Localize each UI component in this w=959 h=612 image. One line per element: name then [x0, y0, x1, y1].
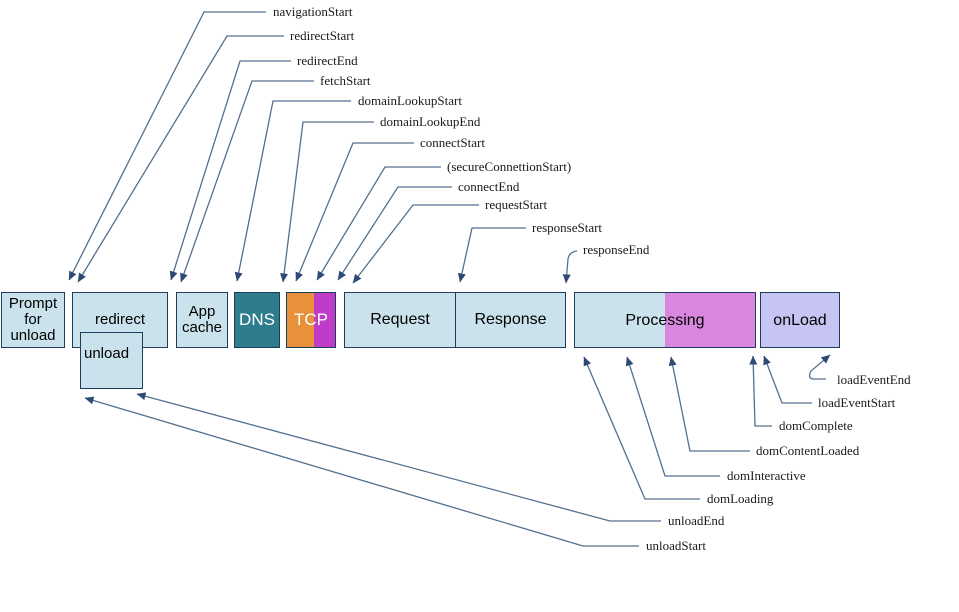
connector-redirectEnd — [169, 60, 291, 281]
box-response-label: Response — [474, 311, 547, 328]
timing-label-loadEventEnd: loadEventEnd — [837, 372, 911, 387]
timing-label-domInteractive: domInteractive — [727, 468, 806, 483]
timing-label-unloadEnd: unloadEnd — [668, 513, 725, 528]
timing-label-navigationStart: navigationStart — [273, 4, 353, 19]
connector-responseStart — [457, 227, 526, 283]
connector-redirectStart — [77, 35, 284, 283]
timing-label-domainLookupStart: domainLookupStart — [358, 93, 462, 108]
timing-label-domLoading: domLoading — [707, 491, 774, 506]
box-prompt-for-unload-label: Prompt for unload — [8, 295, 58, 344]
box-processing-label: Processing — [625, 311, 705, 329]
box-tcp-label: TCP — [294, 310, 328, 329]
box-onload: onLoad — [760, 292, 840, 348]
timing-label-fetchStart: fetchStart — [320, 73, 371, 88]
connector-secureConnectionStart — [316, 166, 441, 281]
timing-label-unloadStart: unloadStart — [646, 538, 706, 553]
timing-label-loadEventStart: loadEventStart — [818, 395, 896, 410]
box-tcp: TCP — [286, 292, 336, 348]
connector-domainLookupStart — [234, 100, 351, 282]
connector-domInteractive — [625, 356, 720, 477]
timing-label-redirectStart: redirectStart — [290, 28, 355, 43]
box-request: Request — [344, 292, 455, 348]
connector-unloadEnd — [136, 392, 661, 522]
box-prompt-for-unload: Prompt for unload — [1, 292, 65, 348]
connector-connectEnd — [337, 186, 452, 281]
box-dns: DNS — [234, 292, 280, 348]
box-processing: Processing — [574, 292, 756, 348]
connector-unloadStart — [84, 396, 639, 547]
connector-loadEventEnd — [808, 354, 831, 380]
connector-navigationStart — [68, 11, 266, 281]
timing-label-domainLookupEnd: domainLookupEnd — [380, 114, 481, 129]
connector-domainLookupEnd — [280, 121, 374, 283]
timing-label-requestStart: requestStart — [485, 197, 548, 212]
box-request-label: Request — [370, 311, 430, 328]
timing-label-domComplete: domComplete — [779, 418, 853, 433]
connector-domContentLoaded — [668, 356, 750, 452]
connector-responseEnd — [562, 250, 578, 284]
connector-domComplete — [749, 355, 772, 427]
box-unload-label: unload — [84, 345, 130, 362]
box-app-cache: App cache — [176, 292, 228, 348]
box-unload: unload — [80, 332, 143, 389]
connector-fetchStart — [180, 80, 314, 283]
connector-requestStart — [352, 204, 479, 284]
timing-label-domContentLoaded: domContentLoaded — [756, 443, 860, 458]
box-redirect-label: redirect — [94, 311, 146, 328]
timing-label-connectEnd: connectEnd — [458, 179, 520, 194]
box-request-response: Request Response — [344, 292, 566, 348]
box-app-cache-label: App cache — [181, 303, 223, 336]
timing-label-responseStart: responseStart — [532, 220, 603, 235]
connector-domLoading — [583, 356, 700, 500]
box-onload-label: onLoad — [773, 311, 827, 329]
timing-label-responseEnd: responseEnd — [583, 242, 650, 257]
timing-label-redirectEnd: redirectEnd — [297, 53, 358, 68]
connector-connectStart — [295, 142, 414, 282]
connector-loadEventStart — [763, 355, 812, 404]
box-dns-label: DNS — [239, 310, 275, 329]
timing-label-connectStart: connectStart — [420, 135, 485, 150]
box-response: Response — [455, 292, 566, 348]
timing-label-secureConnectionStart: (secureConnettionStart) — [447, 159, 572, 174]
